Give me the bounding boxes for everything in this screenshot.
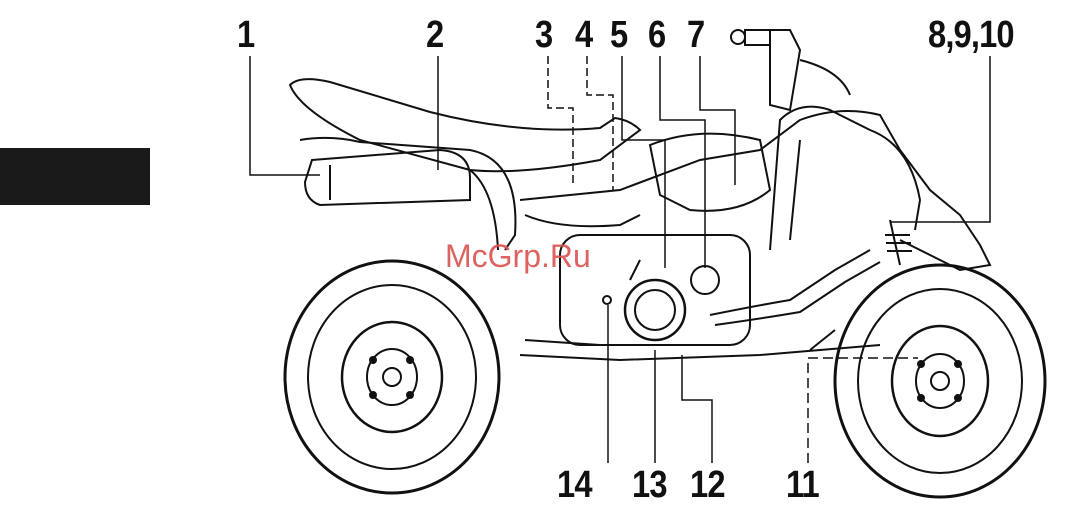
callout-1: 1	[237, 16, 254, 54]
front-bumper	[770, 107, 920, 250]
callout-8-9-10: 8,9,10	[928, 16, 1014, 54]
callout-2: 2	[426, 16, 443, 54]
grab-bar	[300, 138, 515, 250]
callout-7: 7	[687, 16, 704, 54]
callout-3: 3	[535, 16, 552, 54]
callout-4: 4	[575, 16, 592, 54]
front-shock	[885, 220, 912, 265]
callout-5: 5	[610, 16, 627, 54]
rear-wheel	[285, 261, 499, 493]
callout-11: 11	[786, 466, 819, 504]
callout-14: 14	[557, 466, 592, 504]
callout-13: 13	[632, 466, 667, 504]
leader-lines	[250, 56, 990, 463]
handlebar	[731, 30, 850, 110]
callout-6: 6	[648, 16, 665, 54]
front-wheel	[835, 265, 1045, 497]
callout-12: 12	[690, 466, 725, 504]
watermark: McGrp.Ru	[445, 238, 591, 275]
